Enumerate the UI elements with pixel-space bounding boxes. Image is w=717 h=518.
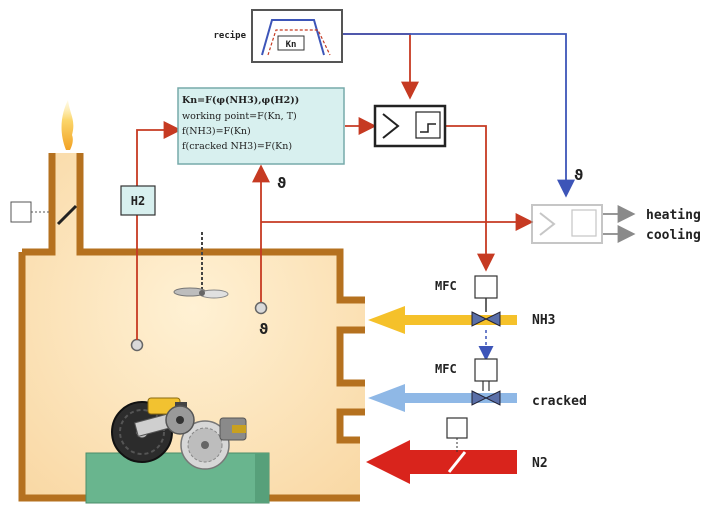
- model-line-4: f(cracked NH3)=F(Kn): [182, 141, 292, 152]
- work-table-side: [255, 453, 269, 503]
- signal-lines: [136, 33, 636, 361]
- controller-step-icon: [420, 123, 436, 133]
- cracked-label: cracked: [532, 394, 587, 409]
- nh3-feed: NH3: [368, 306, 555, 334]
- recipe-to-controller-line: [343, 33, 419, 100]
- mfc-bottom-label: MFC: [435, 362, 457, 376]
- nh3-label: NH3: [532, 313, 555, 328]
- h2-label: H2: [131, 194, 145, 208]
- model-line-2: working point=F(Kn, T): [182, 111, 297, 122]
- cracked-valve-icon: [471, 390, 501, 406]
- recipe-block: Kn recipe: [213, 9, 343, 63]
- h2-analyzer-block: H2: [120, 185, 156, 216]
- theta-heater-label: ϑ: [574, 168, 583, 184]
- flame-icon: [61, 100, 74, 150]
- nh3-valve-icon: [471, 311, 501, 327]
- h2-to-model-line: [136, 121, 182, 186]
- cooling-label: cooling: [646, 228, 701, 243]
- kn-model-block: Kn=F(φ(NH3),φ(H2)) working point=F(Kn, T…: [177, 87, 345, 165]
- h2-box: [120, 185, 156, 216]
- n2-feed: N2: [366, 440, 548, 484]
- mfc-nh3: MFC: [435, 275, 501, 327]
- temp-output-frame: [571, 209, 597, 237]
- circular-saw-icon: [180, 417, 247, 470]
- mfc-top-label: MFC: [435, 279, 457, 293]
- theta-model-label: ϑ: [277, 176, 286, 192]
- controller-to-mfc-line: [446, 125, 495, 272]
- damper-flap: [56, 204, 78, 226]
- damper-actuator-box: [10, 201, 32, 223]
- gear-icon: [165, 405, 195, 435]
- recipe-kn-curve: [267, 29, 331, 56]
- furnace: [10, 100, 365, 504]
- controller-compare-icon: [382, 113, 400, 139]
- recipe-profile-curve: [261, 19, 325, 56]
- recipe-kn-box: [277, 35, 305, 51]
- controller-output-frame: [415, 111, 441, 139]
- h2-probe: [130, 338, 144, 352]
- recipe-kn-label: Kn: [286, 40, 297, 50]
- model-line-1: Kn=F(φ(NH3),φ(H2)): [182, 95, 299, 106]
- nh3-arrow: [368, 306, 517, 334]
- temperature-probe: [254, 301, 268, 315]
- cracked-feed: cracked: [368, 384, 587, 412]
- temperature-controller-block: [531, 204, 603, 244]
- n2-arrow: [366, 440, 517, 484]
- mfc-top-box: [474, 275, 498, 299]
- heating-label: heating: [646, 208, 701, 223]
- theta-sensor-label: ϑ: [259, 322, 268, 338]
- cracked-arrow: [368, 384, 517, 412]
- n2-label: N2: [532, 456, 548, 471]
- furnace-wall: [18, 153, 365, 502]
- temperature-controller-box: [531, 204, 603, 244]
- model-box: [177, 87, 345, 165]
- n2-valve: [446, 417, 468, 473]
- kn-controller-box: [373, 104, 447, 148]
- recipe-to-heater-line: [343, 33, 575, 198]
- fan-hub: [199, 290, 205, 296]
- recipe-label: recipe: [213, 30, 246, 41]
- kn-controller-block: [373, 104, 447, 148]
- mfc-bottom-box: [474, 358, 498, 382]
- n2-actuator-box: [446, 417, 468, 439]
- furnace-interior: [22, 153, 365, 498]
- temp-compare-icon: [539, 212, 556, 236]
- work-table: [85, 452, 270, 504]
- model-line-3: f(NH3)=F(Kn): [182, 126, 251, 137]
- n2-flap-icon: [447, 451, 467, 473]
- mfc-cracked: MFC: [435, 358, 501, 406]
